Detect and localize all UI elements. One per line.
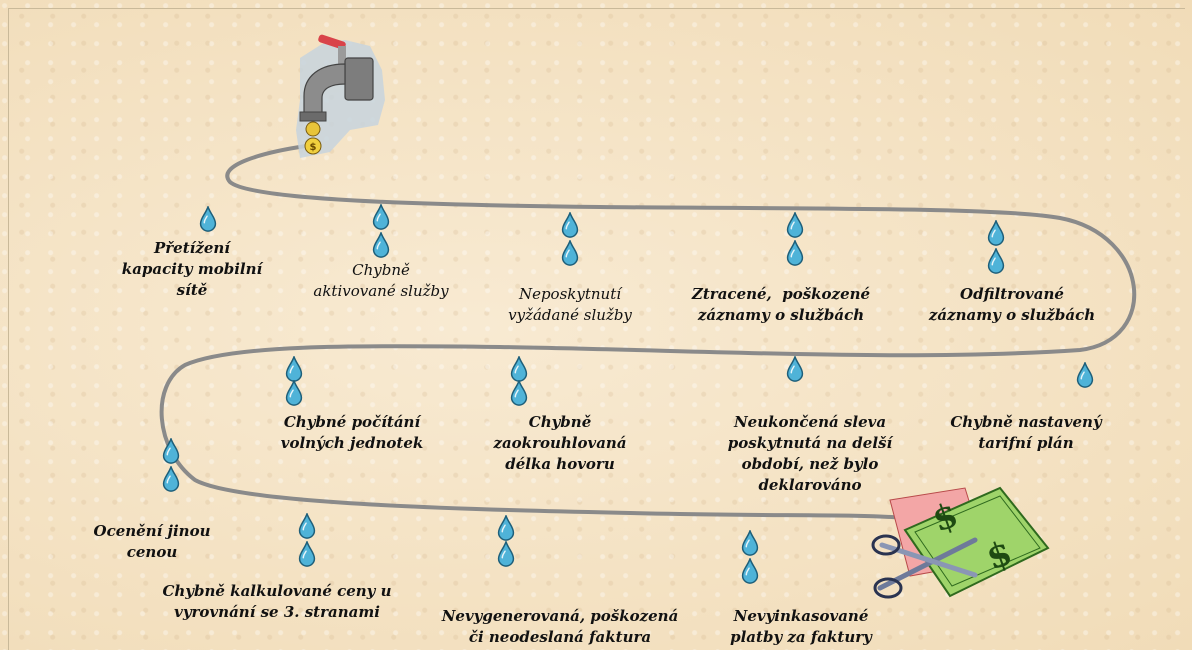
- water-drop-icon: [788, 357, 803, 381]
- water-drop-icon: [499, 542, 514, 566]
- water-drop-icon: [788, 213, 803, 237]
- water-drop-icon: [499, 516, 514, 540]
- leak-label-discount-period: Neukončená sleva poskytnutá na delší obd…: [728, 412, 892, 496]
- water-drop-icon: [743, 531, 758, 555]
- water-drop-icon: [164, 467, 179, 491]
- water-drop-icon: [374, 205, 389, 229]
- water-drop-icon: [374, 233, 389, 257]
- water-drop-icon: [989, 249, 1004, 273]
- leak-label-call-duration-rounding: Chybně zaokrouhlovaná délka hovoru: [493, 412, 626, 475]
- water-drop-icon: [1078, 363, 1093, 387]
- water-drop-icon: [201, 207, 216, 231]
- leak-label-wrongly-activated-services: Chybně aktivované služby: [313, 260, 448, 302]
- leak-label-lost-service-records: Ztracené, poškozené záznamy o službách: [692, 284, 870, 326]
- water-drop-icon: [287, 381, 302, 405]
- leak-label-service-not-provided: Neposkytnutí vyžádané služby: [508, 284, 632, 326]
- water-drop-icon: [300, 514, 315, 538]
- leak-label-filtered-service-records: Odfiltrované záznamy o službách: [929, 284, 1095, 326]
- water-drop-icon: [989, 221, 1004, 245]
- water-drop-icon: [788, 241, 803, 265]
- money-scissors-icon: $ $: [873, 488, 1048, 597]
- leak-label-tariff-plan: Chybně nastavený tarifní plán: [950, 412, 1101, 454]
- leak-label-invoice-not-generated: Nevygenerovaná, poškozená či neodeslaná …: [442, 606, 679, 648]
- leak-label-different-price: Ocenění jinou cenou: [94, 521, 211, 563]
- leak-label-free-units-counting: Chybné počítání volných jednotek: [281, 412, 424, 454]
- leak-label-third-party-settlement: Chybně kalkulované ceny u vyrovnání se 3…: [162, 581, 391, 623]
- leak-label-network-overload: Přetížení kapacity mobilní sítě: [122, 238, 262, 301]
- water-drop-icon: [512, 381, 527, 405]
- leak-label-uncollected-payments: Nevyinkasované platby za faktury: [730, 606, 872, 648]
- svg-text:$: $: [310, 142, 317, 153]
- hose-line: [162, 146, 1135, 518]
- faucet-icon: $: [296, 34, 385, 158]
- water-drop-icon: [563, 241, 578, 265]
- water-drop-icon: [512, 357, 527, 381]
- water-drop-icon: [287, 357, 302, 381]
- water-drop-icon: [300, 542, 315, 566]
- water-drop-icon: [563, 213, 578, 237]
- water-drop-icon: [743, 559, 758, 583]
